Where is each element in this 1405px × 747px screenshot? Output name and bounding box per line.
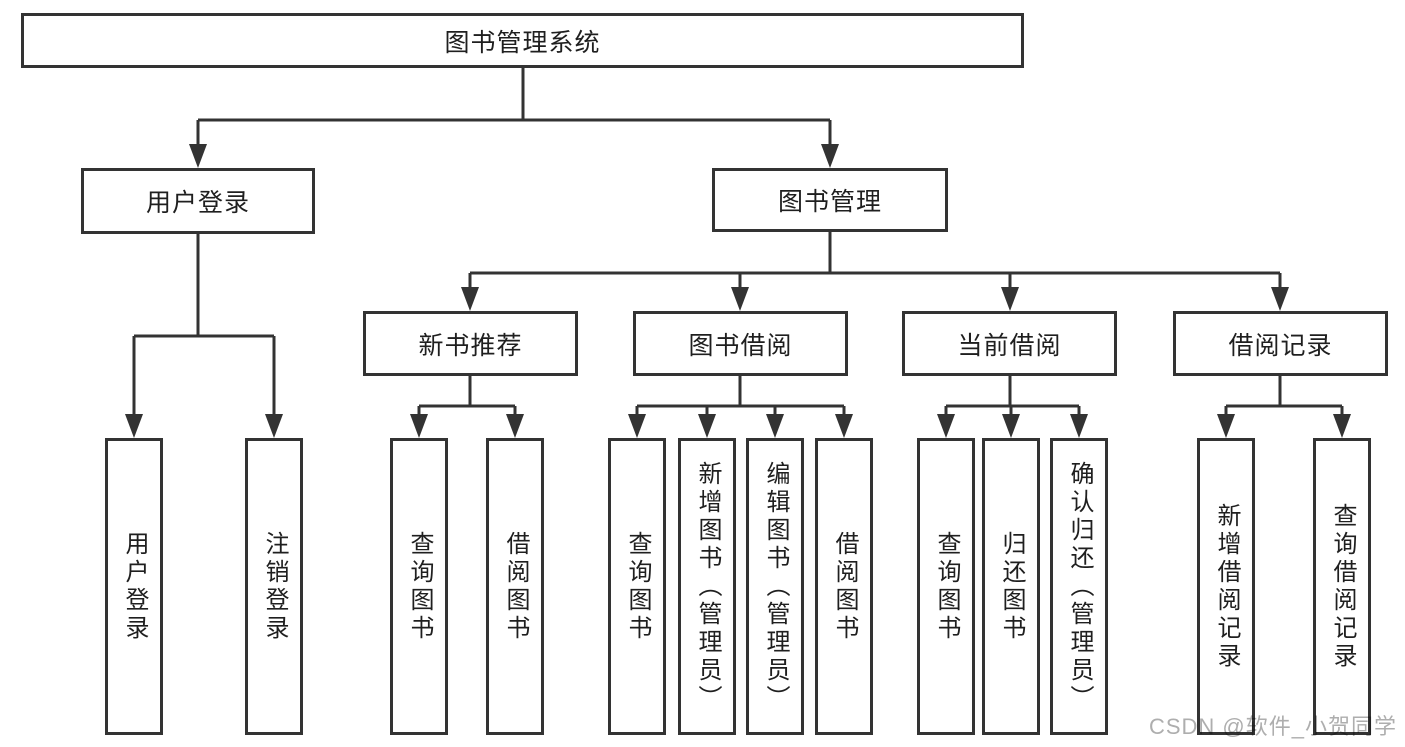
leaf-user-login-label: 用户登录 xyxy=(121,530,148,643)
watermark: CSDN @软件_小贺同学 xyxy=(1148,714,1397,739)
leaf-nb-query-books-label: 查询图书 xyxy=(406,530,433,643)
node-library-system: 图书管理系统 xyxy=(21,13,1024,68)
leaf-logout: 注销登录 xyxy=(245,438,303,735)
node-new-book-recommend-label: 新书推荐 xyxy=(418,331,523,360)
leaf-bb-borrow-books-label: 借阅图书 xyxy=(831,530,858,643)
leaf-bb-edit-books-admin-label: 编辑图书（管理员） xyxy=(762,460,789,713)
leaf-nb-borrow-books: 借阅图书 xyxy=(486,438,544,735)
node-library-system-label: 图书管理系统 xyxy=(444,28,601,57)
leaf-bb-add-books-admin: 新增图书（管理员） xyxy=(678,438,736,735)
leaf-br-add-record: 新增借阅记录 xyxy=(1197,438,1255,735)
leaf-nb-query-books: 查询图书 xyxy=(390,438,448,735)
leaf-br-query-record-label: 查询借阅记录 xyxy=(1329,502,1356,671)
leaf-bb-query-books-label: 查询图书 xyxy=(624,530,651,643)
node-user-login: 用户登录 xyxy=(81,168,315,234)
leaf-bb-query-books: 查询图书 xyxy=(608,438,666,735)
leaf-nb-borrow-books-label: 借阅图书 xyxy=(502,530,529,643)
leaf-cb-confirm-return-admin: 确认归还（管理员） xyxy=(1050,438,1108,735)
leaf-cb-return-books: 归还图书 xyxy=(982,438,1040,735)
node-borrowing-records-label: 借阅记录 xyxy=(1228,331,1333,360)
leaf-bb-borrow-books: 借阅图书 xyxy=(815,438,873,735)
leaf-user-login: 用户登录 xyxy=(105,438,163,735)
leaf-cb-return-books-label: 归还图书 xyxy=(998,530,1025,643)
leaf-cb-query-books-label: 查询图书 xyxy=(933,530,960,643)
leaf-bb-edit-books-admin: 编辑图书（管理员） xyxy=(746,438,804,735)
node-book-management-label: 图书管理 xyxy=(777,188,882,216)
node-book-management: 图书管理 xyxy=(712,168,948,232)
leaf-cb-confirm-return-admin-label: 确认归还（管理员） xyxy=(1066,460,1093,713)
node-user-login-label: 用户登录 xyxy=(145,189,250,217)
node-book-borrowing: 图书借阅 xyxy=(633,311,848,376)
node-current-borrowing: 当前借阅 xyxy=(902,311,1117,376)
node-borrowing-records: 借阅记录 xyxy=(1173,311,1388,376)
leaf-bb-add-books-admin-label: 新增图书（管理员） xyxy=(694,460,721,713)
leaf-cb-query-books: 查询图书 xyxy=(917,438,975,735)
leaf-logout-label: 注销登录 xyxy=(261,530,288,643)
leaf-br-query-record: 查询借阅记录 xyxy=(1313,438,1371,735)
node-current-borrowing-label: 当前借阅 xyxy=(957,331,1062,360)
node-book-borrowing-label: 图书借阅 xyxy=(688,331,793,360)
leaf-br-add-record-label: 新增借阅记录 xyxy=(1213,502,1240,671)
node-new-book-recommend: 新书推荐 xyxy=(363,311,578,376)
